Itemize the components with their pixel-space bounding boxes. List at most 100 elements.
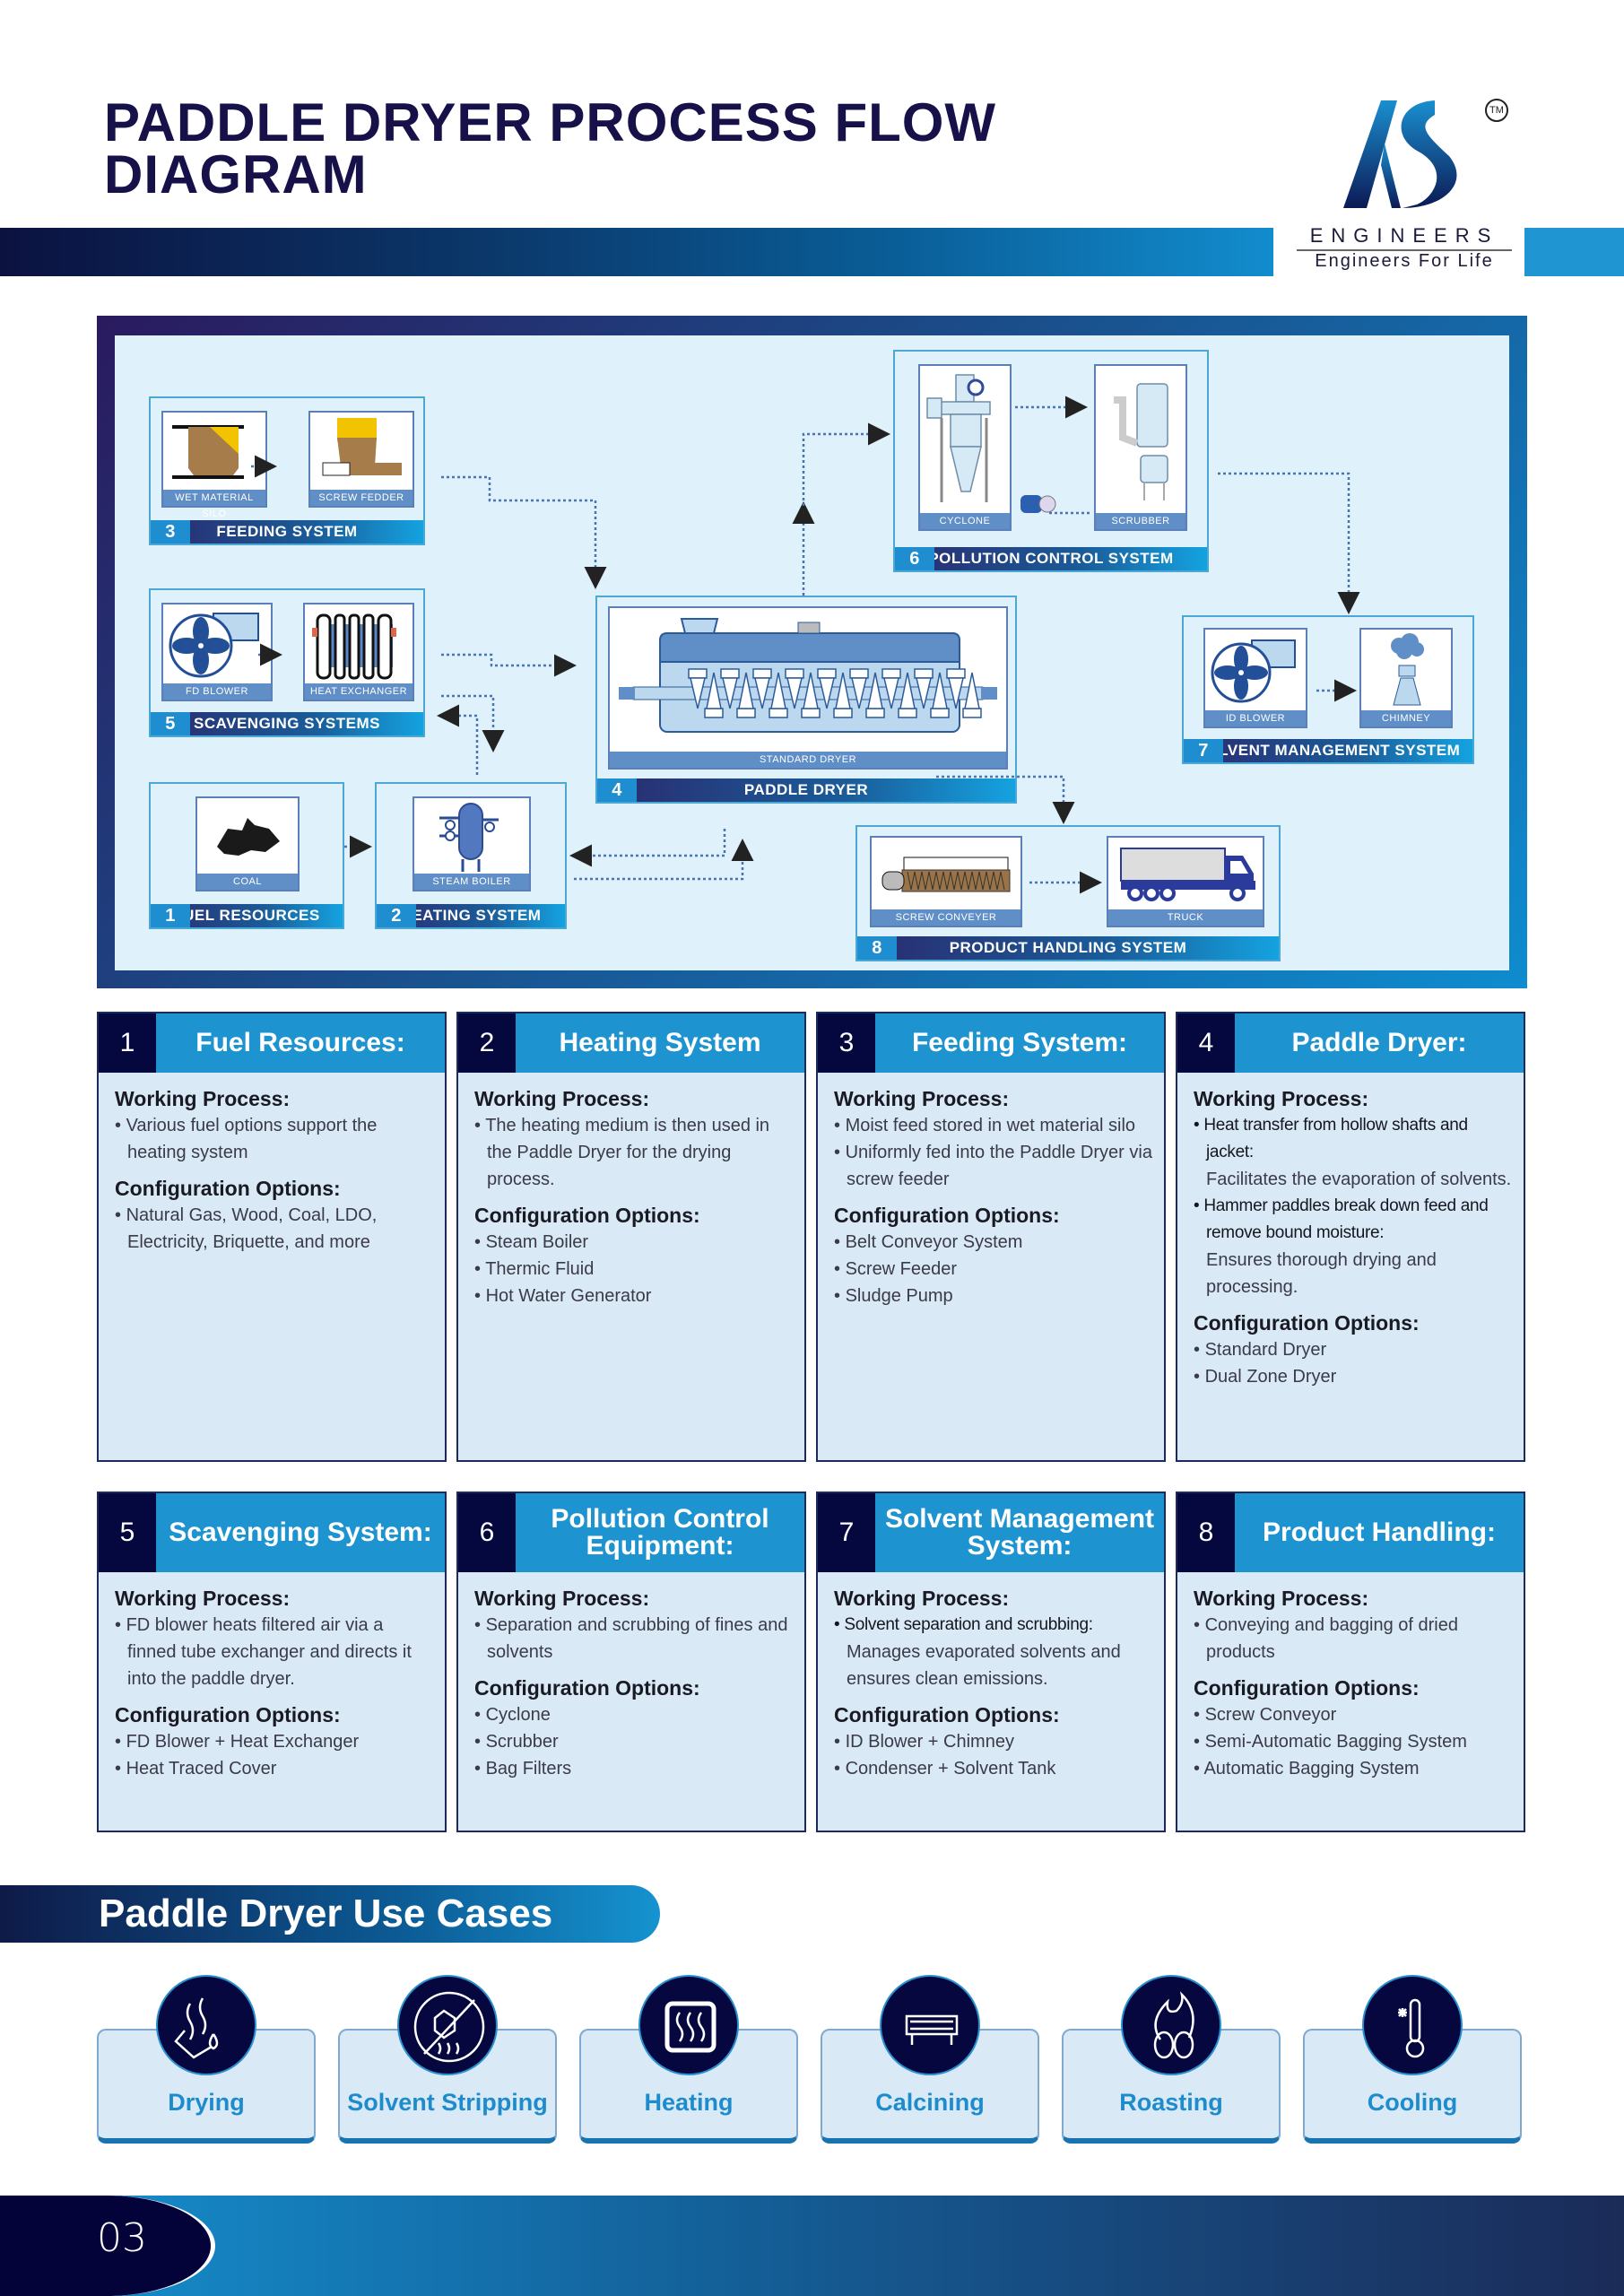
- truck-icon: [1120, 848, 1255, 901]
- equipment-scrubber: SCRUBBER: [1094, 364, 1187, 531]
- cooling-icon: [1362, 1975, 1463, 2075]
- config-options-heading: Configuration Options:: [474, 1676, 700, 1700]
- header-accent-bar: [1524, 228, 1624, 276]
- use-case-label: Calcining: [875, 2089, 985, 2116]
- use-case-label: Drying: [168, 2089, 245, 2116]
- config-option-item: Screw Feeder: [834, 1256, 1155, 1283]
- card-title: Scavenging System:: [169, 1518, 432, 1547]
- equipment-coal: COAL: [195, 796, 300, 891]
- card-title: Paddle Dryer:: [1291, 1028, 1467, 1057]
- card-header: 6 Pollution Control Equipment:: [458, 1493, 804, 1572]
- header-gradient-bar: [0, 228, 1273, 276]
- flow-line: [441, 653, 577, 677]
- steam-boiler-icon: [439, 803, 499, 872]
- card-title: Feeding System:: [911, 1028, 1128, 1057]
- logo-backdrop: [1273, 215, 1524, 287]
- config-option-item: Bag Filters: [474, 1755, 795, 1782]
- config-option-item: Standard Dryer: [1194, 1336, 1515, 1363]
- trademark-badge: TM: [1485, 99, 1508, 122]
- fan-icon: [1211, 639, 1296, 703]
- equipment-standard-dryer: STANDARD DRYER: [608, 606, 1008, 770]
- page-number: 03: [97, 2215, 147, 2261]
- card-body: Working Process:The heating medium is th…: [474, 1082, 795, 1309]
- screw-feeder-icon: [322, 418, 402, 476]
- card-body: Working Process:Solvent separation and s…: [834, 1581, 1155, 1782]
- working-process-item: Separation and scrubbing of fines and so…: [474, 1612, 795, 1665]
- config-option-item: Cyclone: [474, 1701, 795, 1728]
- working-process-heading: Working Process:: [834, 1587, 1010, 1610]
- working-process-detail: Facilitates the evaporation of solvents.: [1206, 1170, 1512, 1189]
- system-card: 6 Pollution Control Equipment: Working P…: [456, 1492, 806, 1832]
- config-option-item: Dual Zone Dryer: [1194, 1363, 1515, 1390]
- roasting-icon: [1121, 1975, 1221, 2075]
- heating-icon: [638, 1975, 739, 2075]
- working-process-heading: Working Process:: [834, 1087, 1010, 1110]
- working-process-item: Heat transfer from hollow shafts and jac…: [1194, 1112, 1515, 1166]
- working-process-detail: Ensures thorough drying and processing.: [1206, 1250, 1437, 1297]
- config-option-item: Condenser + Solvent Tank: [834, 1755, 1155, 1782]
- flow-line: [574, 839, 754, 881]
- flow-line: [441, 694, 505, 752]
- card-title: Heating System: [559, 1028, 761, 1057]
- config-option-item: Hot Water Generator: [474, 1283, 795, 1309]
- config-option-item: FD Blower + Heat Exchanger: [115, 1728, 436, 1755]
- card-header: 7 Solvent Management System:: [818, 1493, 1164, 1572]
- config-option-item: Sludge Pump: [834, 1283, 1155, 1309]
- equipment-screw-conveyer: SCREW CONVEYER: [870, 836, 1022, 927]
- solvent-stripping-icon: [397, 1975, 498, 2075]
- flow-line: [569, 829, 726, 867]
- config-options-heading: Configuration Options:: [834, 1703, 1060, 1726]
- system-card: 8 Product Handling: Working Process:Conv…: [1176, 1492, 1525, 1832]
- card-header: 1 Fuel Resources:: [99, 1013, 445, 1073]
- silo-icon: [172, 425, 244, 479]
- config-option-item: Steam Boiler: [474, 1229, 795, 1256]
- pump-icon: [1020, 495, 1056, 513]
- use-case-drying: Drying: [97, 1975, 316, 2144]
- card-title: Pollution Control Equipment:: [551, 1504, 769, 1561]
- flow-line: [1218, 472, 1360, 614]
- paddle-dryer-icon: [619, 618, 997, 733]
- card-number: 4: [1177, 1013, 1235, 1073]
- system-card: 3 Feeding System: Working Process:Moist …: [816, 1012, 1166, 1462]
- card-number: 3: [818, 1013, 875, 1073]
- use-cases-title: Paddle Dryer Use Cases: [99, 1892, 553, 1935]
- config-options-heading: Configuration Options:: [834, 1204, 1060, 1227]
- system-card: 4 Paddle Dryer: Working Process:Heat tra…: [1176, 1012, 1525, 1462]
- working-process-item: Various fuel options support the heating…: [115, 1112, 436, 1166]
- flow-line: [441, 475, 607, 589]
- scrubber-icon: [1114, 383, 1168, 500]
- card-title: Solvent Management System:: [884, 1504, 1155, 1561]
- card-number: 2: [458, 1013, 516, 1073]
- config-options-heading: Configuration Options:: [115, 1177, 341, 1200]
- card-number: 5: [99, 1493, 156, 1572]
- config-option-item: Thermic Fluid: [474, 1256, 795, 1283]
- use-case-label: Roasting: [1119, 2089, 1223, 2116]
- equipment-screw-feeder: SCREW FEDDER: [308, 411, 414, 508]
- config-option-item: Screw Conveyor: [1194, 1701, 1515, 1728]
- config-options-heading: Configuration Options:: [1194, 1676, 1420, 1700]
- system-card: 2 Heating System Working Process:The hea…: [456, 1012, 806, 1462]
- card-body: Working Process:Moist feed stored in wet…: [834, 1082, 1155, 1309]
- system-card: 1 Fuel Resources: Working Process:Variou…: [97, 1012, 447, 1462]
- use-case-label: Solvent Stripping: [347, 2089, 548, 2116]
- working-process-item: The heating medium is then used in the P…: [474, 1112, 795, 1193]
- use-case-label: Cooling: [1367, 2089, 1458, 2116]
- config-option-item: Scrubber: [474, 1728, 795, 1755]
- logo-name: ENGINEERS: [1297, 224, 1512, 251]
- page-title: PADDLE DRYER PROCESS FLOW DIAGRAM: [104, 92, 997, 204]
